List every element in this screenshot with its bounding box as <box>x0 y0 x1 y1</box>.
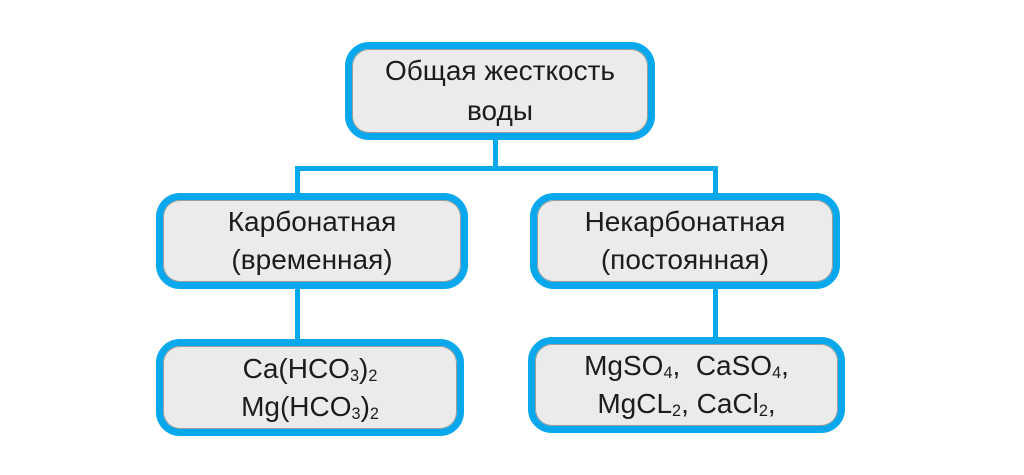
text-segment: (временная) <box>231 244 393 275</box>
text-segment: , CaCl <box>681 388 759 419</box>
subscript-digit: 2 <box>758 401 768 420</box>
text-segment: Карбонатная <box>227 206 397 237</box>
connector-carbonate-to-salts <box>295 287 300 341</box>
text-segment: воды <box>467 95 533 126</box>
connector-noncarbonate-to-salts <box>713 288 718 339</box>
subscript-digit: 2 <box>672 401 682 420</box>
text-line: (постоянная) <box>537 241 833 279</box>
text-segment: MgCL <box>597 388 673 419</box>
subscript-digit: 4 <box>772 363 782 382</box>
text-segment: Некарбонатная <box>584 206 786 237</box>
text-segment: Ca(HCO <box>242 352 350 384</box>
text-segment: , CaSO <box>672 350 773 381</box>
text-segment: Mg(HCO <box>241 390 352 422</box>
subscript-digit: 2 <box>368 366 378 385</box>
text-segment: , <box>781 350 789 381</box>
connector-root-stem <box>493 138 498 168</box>
text-segment: , <box>767 388 776 419</box>
text-segment: MgSO <box>584 350 664 381</box>
text-line: Ca(HCO3)2 <box>163 350 457 388</box>
text-line: (временная) <box>163 241 461 279</box>
subscript-digit: 4 <box>663 363 673 382</box>
text-segment: ) <box>360 390 370 422</box>
subscript-digit: 2 <box>369 404 379 423</box>
node-carbonate: Карбонатная (временная) <box>156 193 468 289</box>
text-line: Общая жесткость <box>352 51 648 91</box>
text-line: воды <box>352 91 648 131</box>
node-noncarbonate: Некарбонатная (постоянная) <box>530 193 840 289</box>
subscript-digit: 3 <box>351 404 361 423</box>
text-line: Mg(HCO3)2 <box>163 388 457 426</box>
text-segment: Общая жесткость <box>384 55 616 86</box>
text-line: Карбонатная <box>163 203 461 241</box>
text-line: MgCL2, CaCl2, <box>535 385 838 423</box>
text-segment: ) <box>359 352 369 384</box>
text-segment: (постоянная) <box>600 244 770 275</box>
subscript-digit: 3 <box>349 366 359 385</box>
node-noncarbonate-salts: MgSO4, CaSO4,MgCL2, CaCl2, <box>528 337 845 433</box>
node-total-hardness: Общая жесткость воды <box>345 42 655 140</box>
connector-left-drop <box>295 166 300 195</box>
text-line: Некарбонатная <box>537 203 833 241</box>
connector-crossbar <box>295 166 718 171</box>
text-line: MgSO4, CaSO4, <box>535 347 838 385</box>
connector-right-drop <box>713 166 718 195</box>
